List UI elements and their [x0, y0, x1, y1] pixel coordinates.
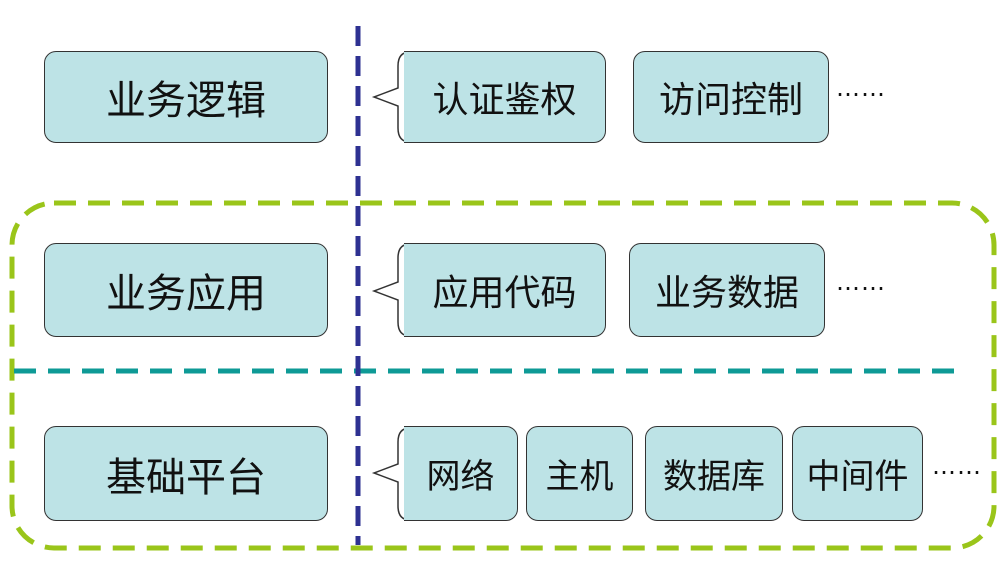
group-outline: [9, 200, 997, 551]
item-middleware: 中间件: [792, 426, 923, 521]
item-network: 网络: [404, 426, 518, 521]
more-ellipsis-platform: ……: [932, 452, 982, 480]
item-auth: 认证鉴权: [404, 51, 606, 143]
more-ellipsis-logic: ……: [836, 74, 886, 102]
brace-app: [371, 243, 411, 337]
layer-business-logic: 业务逻辑: [44, 51, 328, 143]
item-database: 数据库: [645, 426, 783, 521]
item-host: 主机: [526, 426, 633, 521]
item-app-code: 应用代码: [404, 243, 606, 337]
item-business-data: 业务数据: [629, 243, 825, 337]
brace-platform: [371, 427, 411, 521]
more-ellipsis-app: ……: [836, 268, 886, 296]
item-access-control: 访问控制: [633, 51, 829, 143]
brace-logic: [371, 51, 411, 143]
layer-business-app: 业务应用: [44, 243, 328, 337]
layer-base-platform: 基础平台: [44, 426, 328, 521]
